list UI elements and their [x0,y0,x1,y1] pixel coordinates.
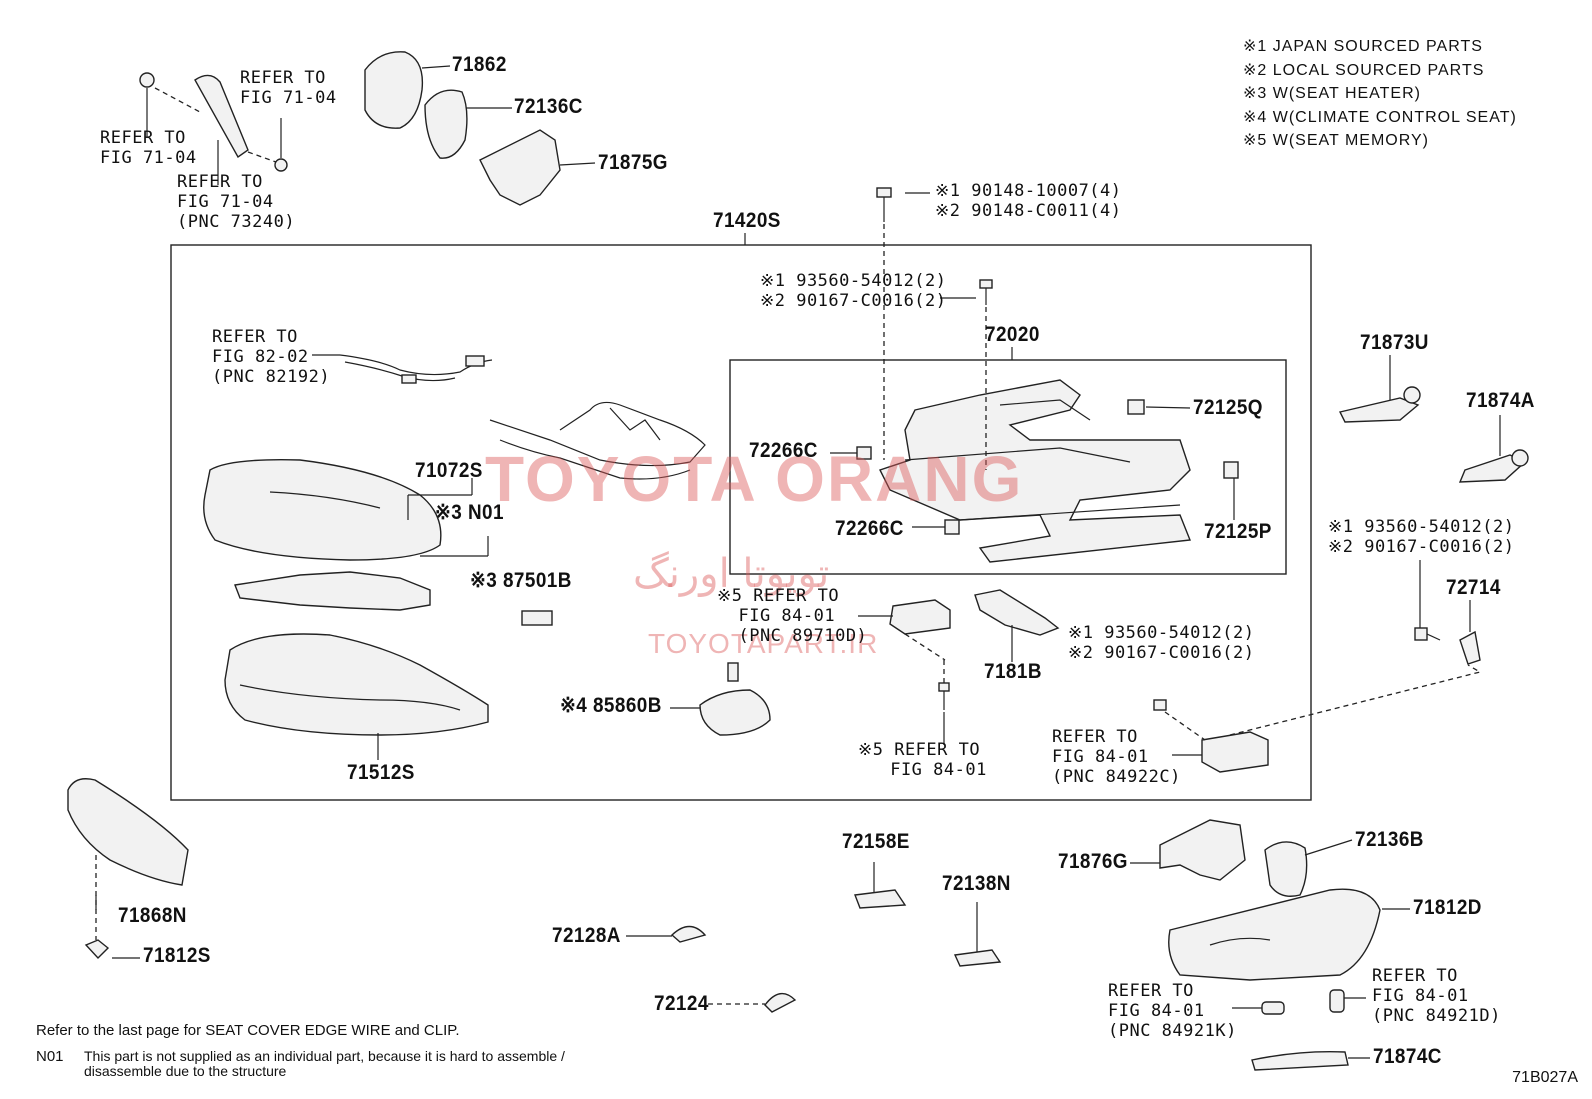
part-label-71862[interactable]: 71862 [452,53,507,76]
part-label-72158E[interactable]: 72158E [842,830,910,853]
bolt-label-90148[interactable]: ※1 90148-10007(4) ※2 90148-C0011(4) [935,181,1122,221]
memory-ecu-part [858,599,951,661]
clip-72266C-lower-part [912,519,960,535]
headrest-cover-part [364,51,451,129]
part-label-7181B[interactable]: 7181B [984,660,1042,683]
refer-label-fig-84-01-bolt[interactable]: ※5 REFER TO FIG 84-01 [858,740,987,780]
part-label-71420S[interactable]: 71420S [713,209,781,232]
bracket-71876G-part [1130,819,1246,881]
part-label-87501B[interactable]: ※3 87501B [470,569,572,592]
bracket-71875G-part [479,129,596,206]
seat-cushion-cover-part [203,459,442,561]
part-label-71875G[interactable]: 71875G [598,151,668,174]
trim-71868N-part [67,778,189,960]
part-label-72124[interactable]: 72124 [654,992,709,1015]
seat-heater-mat-part [234,571,431,611]
part-label-71812D[interactable]: 71812D [1413,896,1482,919]
part-label-71072S[interactable]: 71072S [415,459,483,482]
part-label-71874A[interactable]: 71874A [1466,389,1535,412]
part-label-71512S[interactable]: 71512S [347,761,415,784]
legend: ※1 JAPAN SOURCED PARTS ※2 LOCAL SOURCED … [1243,35,1517,153]
bolt-upper-part [876,187,930,460]
part-label-85860B[interactable]: ※4 85860B [560,694,662,717]
legend-item: ※1 JAPAN SOURCED PARTS [1243,38,1483,55]
climate-blower-part [670,662,771,736]
refer-label-fig-84-01-84922C[interactable]: REFER TO FIG 84-01 (PNC 84922C) [1052,727,1181,787]
seat-switch-84922C-part [1153,664,1482,773]
clip-72128A-part [626,925,707,943]
edge-wire-note: Refer to the last page for SEAT COVER ED… [36,1022,460,1039]
refer-label-fig-82-02[interactable]: REFER TO FIG 82-02 (PNC 82192) [212,327,331,387]
clip-72138N-part [953,902,1002,967]
refer-label-fig-71-04-washer[interactable]: REFER TO FIG 71-04 [240,68,337,108]
clip-72125P-part [1223,461,1239,520]
part-label-71868N[interactable]: 71868N [118,904,187,927]
watermark-brand: TOYOTA ORANG [485,443,1024,515]
cover-72136B-part [1264,839,1353,897]
part-label-72266C-upper[interactable]: 72266C [749,439,818,462]
cushion-spring-part [489,401,706,480]
part-label-72136B[interactable]: 72136B [1355,828,1424,851]
part-label-N01[interactable]: ※3 N01 [435,501,504,524]
assembly-72020-box [729,359,1287,575]
cover-71874C-part [1251,1050,1370,1071]
lever-part [139,72,288,185]
part-label-72125Q[interactable]: 72125Q [1193,396,1263,419]
refer-label-fig-84-01-84921K[interactable]: REFER TO FIG 84-01 (PNC 84921K) [1108,981,1237,1041]
part-label-71873U[interactable]: 71873U [1360,331,1429,354]
part-label-72714[interactable]: 72714 [1446,576,1501,599]
wire-harness-part [312,354,493,384]
cover-71873U-part [1338,355,1421,423]
bolt-middle-part [940,279,993,470]
bracket-7181B-part [974,589,1060,662]
clip-72158E-part [854,862,907,909]
part-label-71812S[interactable]: 71812S [143,944,211,967]
part-label-72125P[interactable]: 72125P [1204,520,1272,543]
cover-71874A-part [1458,415,1529,483]
n01-code: N01 [36,1048,64,1065]
legend-item: ※5 W(SEAT MEMORY) [1243,132,1429,149]
clip-72266C-upper-part [830,446,872,460]
refer-label-fig-71-04-nut[interactable]: REFER TO FIG 71-04 [100,128,197,168]
watermark-persian: تویوتا اورنگ [633,551,830,597]
clip-72124-part [708,992,797,1013]
figure-id: 71B027A [1512,1069,1578,1086]
assembly-71420S-box [170,244,1312,801]
part-label-72128A[interactable]: 72128A [552,924,621,947]
knob-84921K-part [1261,1001,1285,1015]
clip-72125Q-part [1127,399,1191,415]
side-shield-71812D-part [1168,888,1410,981]
bolt-label-93560-right[interactable]: ※1 93560-54012(2) ※2 90167-C0016(2) [1328,517,1515,557]
refer-label-fig-84-01-84921D[interactable]: REFER TO FIG 84-01 (PNC 84921D) [1372,966,1501,1026]
part-label-72136C[interactable]: 72136C [514,95,583,118]
legend-item: ※3 W(SEAT HEATER) [1243,85,1421,102]
watermark-site: TOYOTAPART.IR [648,628,879,659]
n01-note-text: This part is not supplied as an individu… [84,1048,565,1079]
refer-label-fig-84-01-ecu[interactable]: ※5 REFER TO FIG 84-01 (PNC 89710D) [717,586,868,646]
seat-cushion-pad-part [224,633,489,760]
legend-item: ※2 LOCAL SOURCED PARTS [1243,61,1485,79]
part-label-72138N[interactable]: 72138N [942,872,1011,895]
bolt-memory-part [938,660,950,745]
seat-adjuster-frame-part [879,379,1191,563]
bolt-label-93560-switch[interactable]: ※1 93560-54012(2) ※2 90167-C0016(2) [1068,623,1255,663]
part-label-72020[interactable]: 72020 [985,323,1040,346]
legend-item: ※4 W(CLIMATE CONTROL SEAT) [1243,108,1517,126]
part-label-71876G[interactable]: 71876G [1058,850,1128,873]
bolt-label-93560-frame[interactable]: ※1 93560-54012(2) ※2 90167-C0016(2) [760,271,947,311]
refer-label-fig-71-04-lever[interactable]: REFER TO FIG 71-04 (PNC 73240) [177,172,296,232]
part-label-71874C[interactable]: 71874C [1373,1045,1442,1068]
cover-72136C-part [424,89,512,159]
heater-switch-87501B-part [521,610,553,626]
knob-84921D-part [1329,989,1345,1013]
part-label-72266C-lower[interactable]: 72266C [835,517,904,540]
bracket-72714-part [1414,560,1481,665]
